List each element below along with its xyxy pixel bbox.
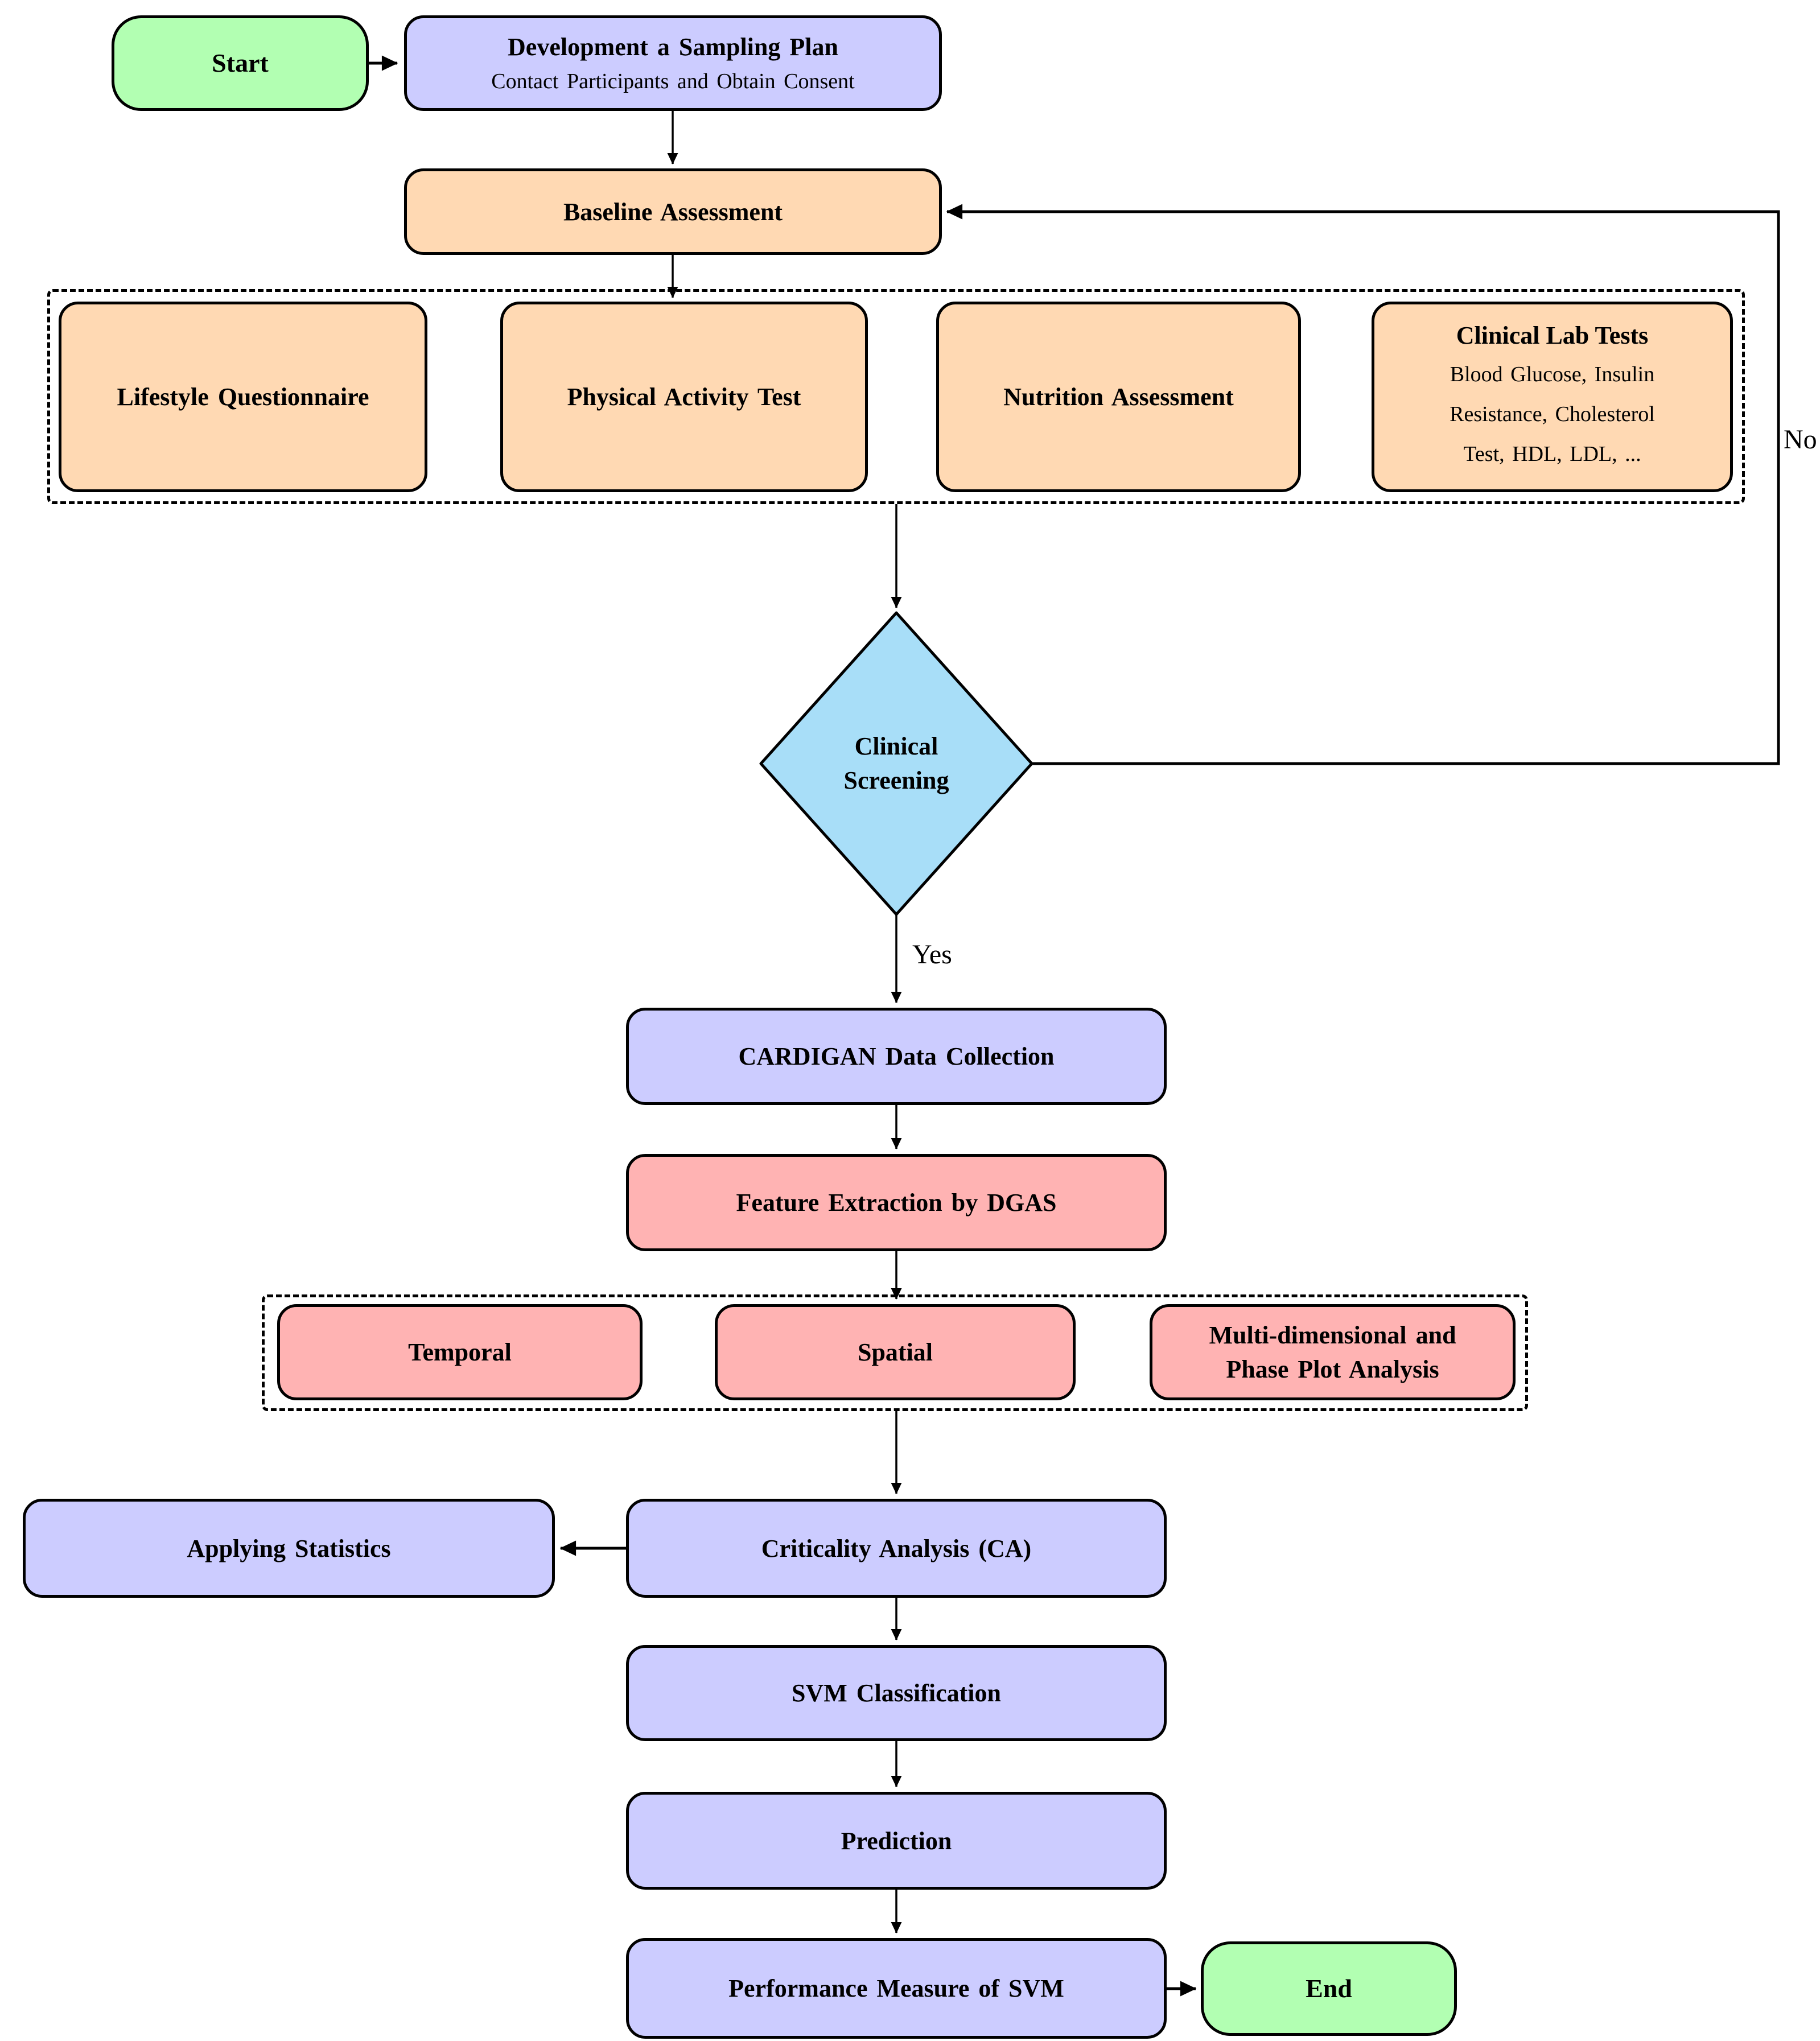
temporal-node: Temporal [277,1304,643,1400]
svm-classification-node: SVM Classification [626,1645,1167,1741]
end-node: End [1201,1941,1457,2036]
nutrition-assessment-node: Nutrition Assessment [936,302,1301,492]
baseline-assessment-node: Baseline Assessment [404,168,942,255]
performance-measure-node: Performance Measure of SVM [626,1938,1167,2039]
feature-extraction-node: Feature Extraction by DGAS [626,1154,1167,1251]
temporal-label: Temporal [408,1338,512,1366]
no-edge-label: No [1784,424,1817,455]
clinical-lab-tests-title: Clinical Lab Tests [1456,321,1649,349]
clinical-screening-line1: Clinical [854,732,938,760]
prediction-label: Prediction [841,1826,952,1855]
spatial-label: Spatial [857,1338,933,1366]
applying-statistics-label: Applying Statistics [187,1534,391,1562]
feature-extraction-label: Feature Extraction by DGAS [736,1189,1057,1217]
clinical-lab-tests-line1: Blood Glucose, Insulin [1450,362,1655,386]
spatial-node: Spatial [715,1304,1076,1400]
criticality-analysis-label: Criticality Analysis (CA) [761,1534,1032,1562]
start-label: Start [212,48,269,78]
multidimensional-analysis-node: Multi-dimensional and Phase Plot Analysi… [1150,1304,1516,1400]
cardigan-collection-node: CARDIGAN Data Collection [626,1008,1167,1105]
performance-measure-label: Performance Measure of SVM [728,1974,1064,2002]
sampling-plan-title: Development a Sampling Plan [508,32,838,61]
clinical-screening-diamond [759,611,1033,916]
lifestyle-questionnaire-node: Lifestyle Questionnaire [59,302,427,492]
cardigan-collection-label: CARDIGAN Data Collection [738,1042,1055,1070]
lifestyle-questionnaire-label: Lifestyle Questionnaire [117,383,369,411]
clinical-lab-tests-line3: Test, HDL, LDL, ... [1463,442,1641,466]
physical-activity-label: Physical Activity Test [567,383,801,411]
multidimensional-analysis-line1: Multi-dimensional and [1209,1321,1456,1350]
sampling-plan-subtitle: Contact Participants and Obtain Consent [491,69,855,93]
clinical-lab-tests-node: Clinical Lab Tests Blood Glucose, Insuli… [1372,302,1733,492]
assessments-group-box [47,289,1745,504]
multidimensional-analysis-line2: Phase Plot Analysis [1226,1355,1439,1383]
svm-classification-label: SVM Classification [792,1679,1001,1707]
end-label: End [1306,1974,1352,2003]
clinical-screening-line2: Screening [843,766,949,794]
applying-statistics-node: Applying Statistics [23,1499,555,1598]
yes-edge-label: Yes [912,939,952,970]
physical-activity-node: Physical Activity Test [500,302,868,492]
start-node: Start [112,15,369,111]
sampling-plan-node: Development a Sampling Plan Contact Part… [404,15,942,111]
clinical-lab-tests-line2: Resistance, Cholesterol [1450,402,1655,426]
analysis-group-box [262,1294,1528,1411]
clinical-screening-text: Clinical Screening [783,681,1010,846]
baseline-assessment-label: Baseline Assessment [563,197,783,226]
prediction-node: Prediction [626,1792,1167,1890]
criticality-analysis-node: Criticality Analysis (CA) [626,1499,1167,1598]
nutrition-assessment-label: Nutrition Assessment [1003,383,1234,411]
edge-screening-no-loop [946,204,1780,765]
